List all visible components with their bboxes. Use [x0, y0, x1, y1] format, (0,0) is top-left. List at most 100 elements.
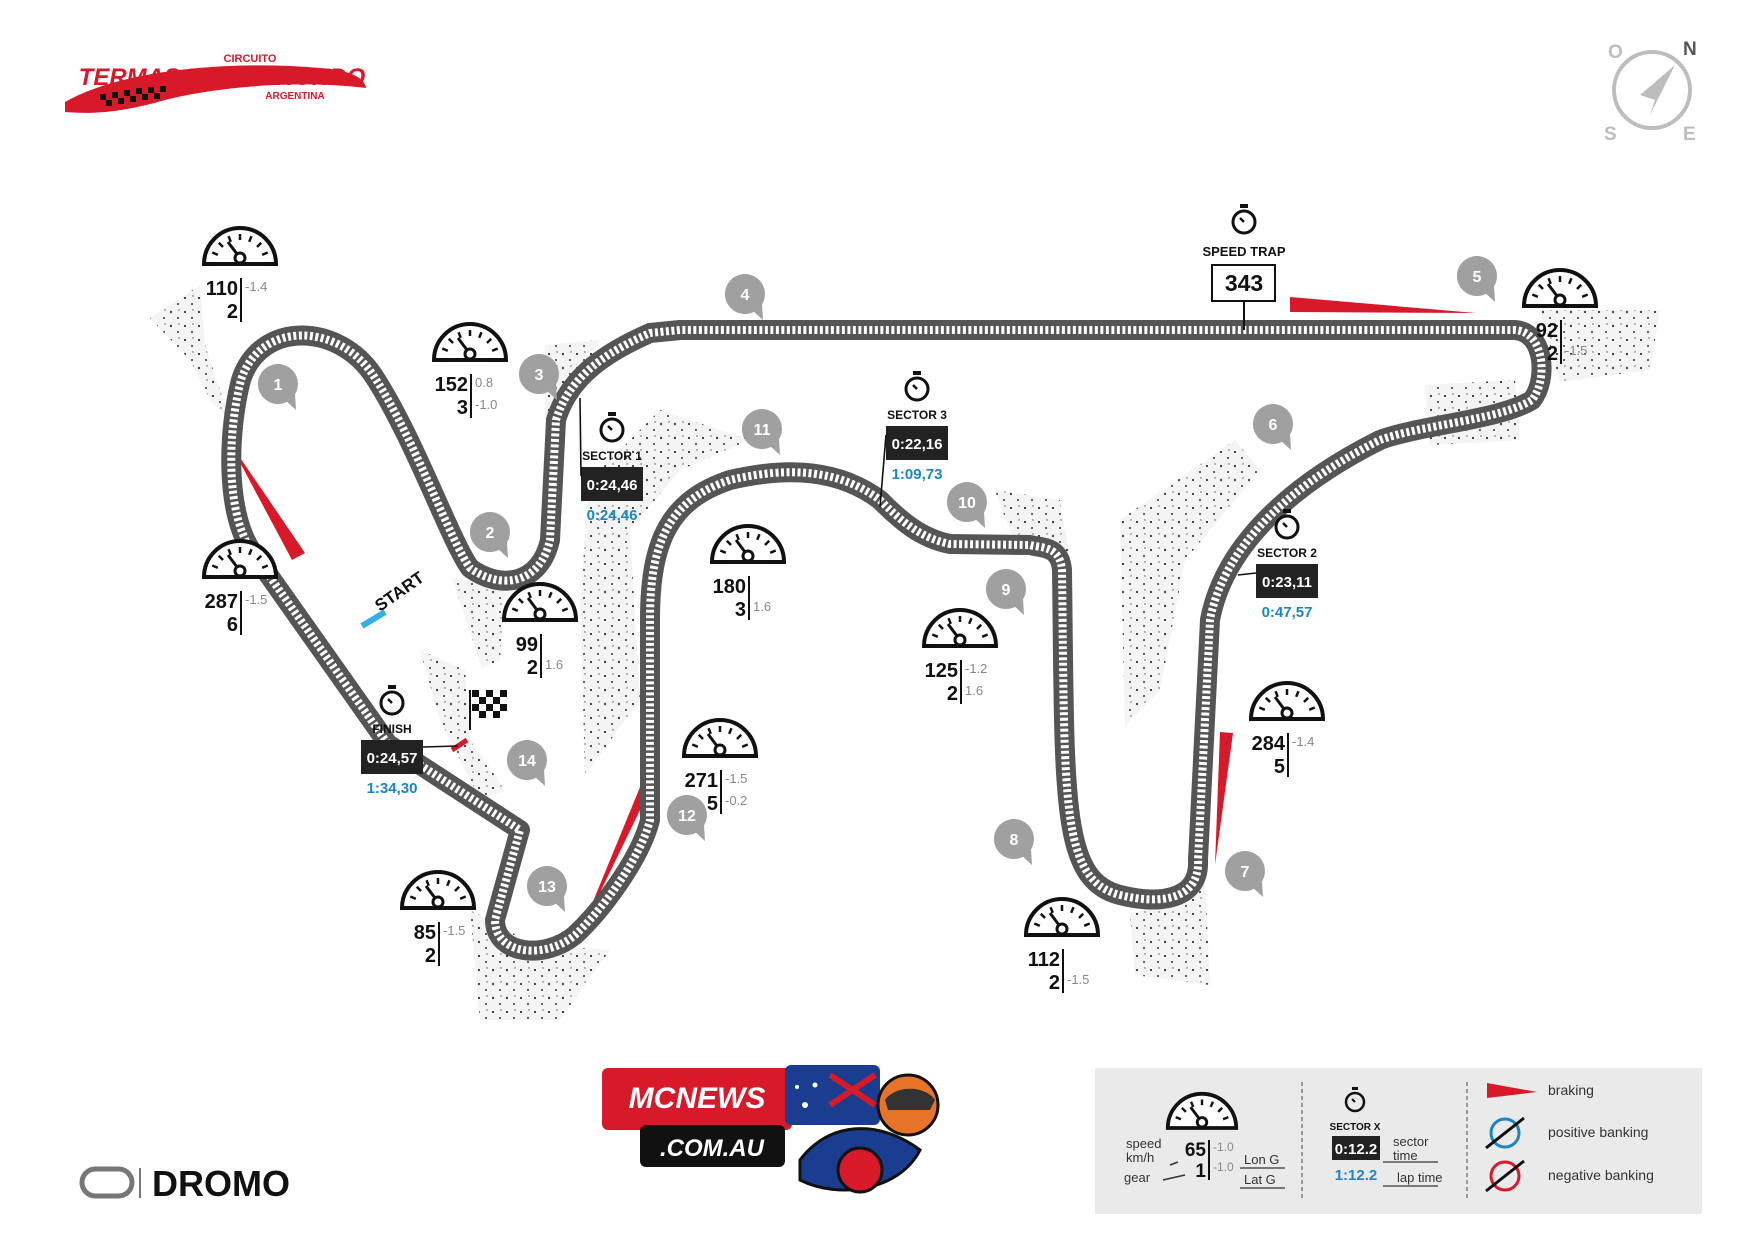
logo-sub: ARGENTINA: [265, 91, 324, 102]
rider-icon: [798, 1073, 940, 1194]
sector-time: 0:22,16: [892, 436, 943, 453]
compass: O N S E: [1604, 39, 1697, 145]
braking-zone: [1215, 732, 1233, 865]
corner-number: 11: [754, 422, 771, 439]
speedometer-icon: [1521, 268, 1599, 308]
speedometer-icon: [1023, 897, 1101, 937]
gauge-gear: 5: [1274, 756, 1285, 778]
sector-time-box: [361, 740, 423, 774]
gauge-lon-g: -1.4: [245, 279, 267, 294]
dromo-brand: DROMO: [79, 1163, 290, 1204]
compass-needle-icon: [1640, 65, 1675, 115]
speed-gauge: 852-1.5: [399, 870, 477, 967]
gauge-gear: 2: [1049, 972, 1060, 994]
start-label: START: [371, 568, 428, 616]
legend-speed: speed: [1126, 1136, 1161, 1151]
logo-main: TERMAS DE RIO HONDO: [79, 64, 366, 91]
sector-time-box: [886, 426, 948, 460]
gauge-lat-g: 1.6: [545, 657, 563, 672]
legend-lap-time: lap time: [1397, 1170, 1443, 1185]
lap-time: 0:47,57: [1262, 604, 1313, 621]
corner-marker: 3: [518, 354, 559, 400]
gauge-speed: 287: [205, 591, 238, 613]
legend-sector-time-val: 0:12.2: [1335, 1141, 1378, 1158]
logo-top: CIRCUITO: [224, 53, 277, 65]
sector-timer: SECTOR 10:24,460:24,46: [579, 397, 643, 524]
sector-pointer: [422, 745, 459, 748]
sector-pointer: [879, 434, 887, 508]
legend-gear: gear: [1124, 1170, 1151, 1185]
speedometer-icon: [709, 524, 787, 564]
corner-number: 1: [274, 377, 283, 394]
gauge-lon-g: -1.2: [965, 661, 987, 676]
corner-number: 2: [486, 525, 495, 542]
corner-marker: 9: [985, 569, 1026, 615]
braking-zone: [1290, 297, 1476, 313]
sector-label: SECTOR 1: [582, 449, 642, 463]
sector-time: 0:24,57: [367, 750, 418, 767]
lap-time: 1:09,73: [892, 466, 943, 483]
track-ties: [227, 326, 1546, 955]
corner-number: 10: [958, 495, 976, 512]
corner-marker: 12: [666, 795, 707, 841]
gravel-area: [1540, 310, 1660, 382]
gauge-gear: 5: [707, 793, 718, 815]
positive-banking-icon: [1485, 1116, 1525, 1150]
corner-marker: 2: [469, 512, 510, 558]
corner-marker: 14: [506, 740, 547, 786]
legend-stopwatch-icon: [1344, 1087, 1366, 1113]
gauge-speed: 180: [713, 576, 746, 598]
braking-zones: [228, 297, 1476, 938]
corner-marker: 13: [526, 866, 567, 912]
gauge-lon-g: -1.4: [1292, 734, 1314, 749]
speed-trap-value: 343: [1225, 270, 1263, 296]
gauge-speed: 125: [925, 660, 958, 682]
corner-number: 5: [1473, 269, 1482, 286]
speedometer-icon: [201, 539, 279, 579]
corner-number: 12: [678, 808, 696, 825]
corner-marker: 5: [1456, 256, 1497, 302]
corner-marker: 1: [257, 364, 298, 410]
sector-time: 0:24,46: [587, 477, 638, 494]
speedometer-icon: [501, 582, 579, 622]
compass-e: E: [1683, 124, 1696, 145]
compass-ring: [1612, 50, 1692, 130]
gauge-speed: 152: [435, 374, 468, 396]
compass-n: N: [1683, 39, 1697, 60]
sector-timer: SECTOR 30:22,161:09,73: [879, 371, 948, 508]
legend-kmh: km/h: [1126, 1150, 1154, 1165]
gauge-lon-g: -1.5: [725, 771, 747, 786]
lap-time: 1:34,30: [367, 780, 418, 797]
compass-s: S: [1604, 124, 1617, 145]
gauge-gear: 2: [527, 657, 538, 679]
stopwatch-icon: [1231, 204, 1257, 235]
corner-number: 13: [538, 879, 556, 896]
gauge-speed: 85: [414, 922, 436, 944]
corner-number: 14: [518, 753, 536, 770]
gauge-speed: 110: [206, 278, 238, 300]
legend-braking: braking: [1548, 1082, 1594, 1098]
legend-sector-box: [1332, 1136, 1380, 1160]
corner-number: 6: [1269, 417, 1278, 434]
speedometer-icon: [399, 870, 477, 910]
gravel-area: [150, 285, 230, 420]
speed-trap-label: SPEED TRAP: [1202, 244, 1285, 259]
gauge-lat-g: -1.0: [475, 397, 497, 412]
legend-gear-val: 1: [1195, 1161, 1206, 1182]
corner-number: 3: [535, 367, 544, 384]
sector-time: 0:23,11: [1262, 574, 1312, 591]
gauge-speed: 271: [685, 770, 718, 792]
corner-number: 4: [741, 287, 750, 304]
promo-line1: MCNEWS: [629, 1082, 766, 1115]
